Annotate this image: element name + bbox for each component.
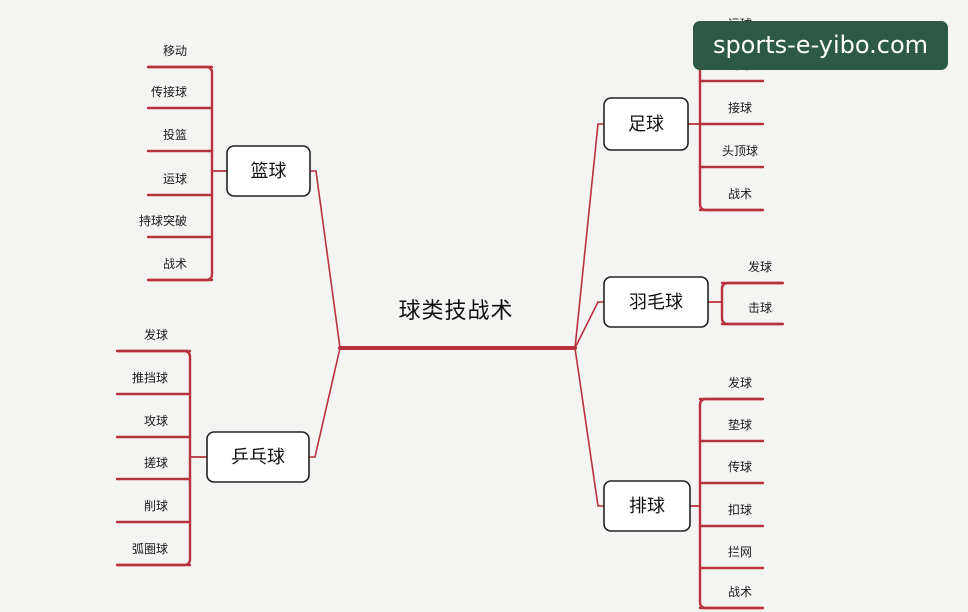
leaf-label: 传球 <box>728 459 752 474</box>
branch-box <box>206 431 310 483</box>
branch-box <box>603 97 689 151</box>
leaf-label: 传接球 <box>151 84 187 99</box>
connector-lines <box>115 38 785 610</box>
leaf-label: 投篮 <box>163 127 187 142</box>
branch-label: 篮球 <box>251 161 287 182</box>
watermark-label: sports-e-yibo.com <box>693 21 948 70</box>
branch-connector <box>315 170 341 349</box>
branch-box <box>603 276 709 328</box>
leaf-label: 发球 <box>748 259 772 274</box>
leaf-label: 击球 <box>748 301 772 315</box>
leaf-label: 持球突破 <box>139 213 187 228</box>
leaf-label: 扣球 <box>728 503 752 517</box>
leaf-label: 运球 <box>163 172 187 186</box>
leaf-label: 战术 <box>163 257 187 271</box>
leaf-label: 攻球 <box>144 414 168 428</box>
leaf-label: 战术 <box>728 585 752 599</box>
leaf-label: 垫球 <box>728 417 752 432</box>
branch-label: 足球 <box>628 114 664 135</box>
leaf-label: 头顶球 <box>722 144 758 158</box>
branch-box <box>226 145 311 197</box>
leaf-label: 削球 <box>144 499 168 513</box>
diagram-nodes: 球类技战术 篮球移动传接球投篮运球持球突破战术乒乓球发球推挡球攻球搓球削球弧圈球… <box>132 17 772 599</box>
leaf-label: 推挡球 <box>132 371 168 385</box>
leaf-label: 移动 <box>163 44 187 58</box>
leaf-label: 接球 <box>728 100 752 115</box>
branch-label: 乒乓球 <box>231 447 285 468</box>
leaf-label: 发球 <box>144 327 168 342</box>
branch-connector <box>574 347 599 507</box>
leaf-label: 搓球 <box>144 455 168 470</box>
branch-box <box>603 480 691 532</box>
leaf-label: 拦网 <box>728 545 752 559</box>
branch-label: 排球 <box>629 496 665 517</box>
center-topic: 球类技战术 <box>398 299 513 324</box>
leaf-label: 发球 <box>728 375 752 390</box>
leaf-label: 战术 <box>728 187 752 201</box>
branch-connector <box>574 301 599 349</box>
leaf-label: 弧圈球 <box>132 542 168 556</box>
branch-connector <box>314 347 341 458</box>
branch-label: 羽毛球 <box>629 292 683 313</box>
branch-connector <box>574 123 599 349</box>
